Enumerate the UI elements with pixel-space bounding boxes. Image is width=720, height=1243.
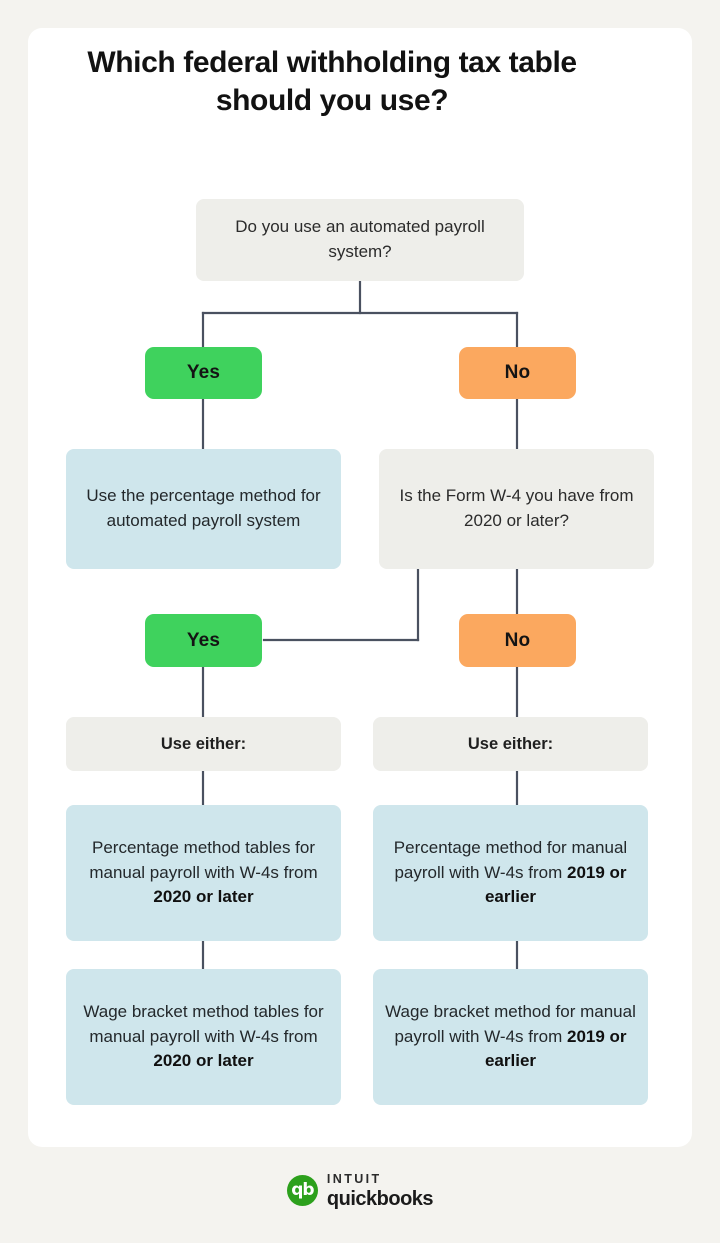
yes-outcome-box: Use the percentage method for automated … (66, 449, 341, 569)
yes-outcome-text: Use the percentage method for automated … (86, 486, 321, 530)
w4-yes-label: Yes (186, 629, 221, 651)
use-either-left-box: Use either: (66, 717, 341, 771)
left-option-2-emphasis: 2020 or later (153, 1051, 254, 1071)
page-title: Which federal withholding tax table shou… (87, 46, 577, 118)
logo-wordmark: INTUIT quickbooks (326, 1172, 434, 1210)
left-option-1-box: Percentage method tables for manual payr… (66, 805, 341, 941)
branch-no-pill[interactable]: No (459, 347, 576, 399)
branch-yes-pill[interactable]: Yes (145, 347, 262, 399)
logo-intuit-text: INTUIT (326, 1172, 382, 1186)
right-option-2-text: Wage bracket method for manual payroll w… (385, 1002, 636, 1071)
w4-question-text: Is the Form W-4 you have from 2020 or la… (399, 486, 634, 530)
w4-no-pill[interactable]: No (459, 614, 576, 667)
use-either-right-box: Use either: (373, 717, 648, 771)
use-either-right-label: Use either: (467, 734, 554, 753)
branch-no-label: No (504, 362, 531, 383)
left-option-2-box: Wage bracket method tables for manual pa… (66, 969, 341, 1105)
w4-no-label: No (504, 629, 531, 651)
root-question-text: Do you use an automated payroll system? (235, 217, 485, 261)
branch-yes-label: Yes (186, 362, 221, 383)
quickbooks-qb-icon: qb (286, 1175, 318, 1207)
right-option-1-box: Percentage method for manual payroll wit… (373, 805, 648, 941)
logo-quickbooks-text: quickbooks (326, 1187, 434, 1210)
right-option-2-emphasis: 2019 or earlier (484, 1026, 627, 1071)
right-option-1-emphasis: 2019 or earlier (484, 862, 627, 907)
left-option-1-emphasis: 2020 or later (153, 887, 254, 907)
use-either-left-label: Use either: (160, 734, 247, 753)
w4-yes-pill[interactable]: Yes (145, 614, 262, 667)
right-option-1-text: Percentage method for manual payroll wit… (393, 838, 628, 907)
w4-question-box: Is the Form W-4 you have from 2020 or la… (379, 449, 654, 569)
right-option-2-box: Wage bracket method for manual payroll w… (373, 969, 648, 1105)
root-question-box: Do you use an automated payroll system? (196, 199, 524, 281)
quickbooks-qb-glyph: qb (291, 1180, 314, 1201)
left-option-2-text: Wage bracket method tables for manual pa… (83, 1002, 324, 1071)
left-option-1-text: Percentage method tables for manual payr… (89, 838, 318, 907)
quickbooks-logo: qb INTUIT quickbooks (0, 1173, 720, 1209)
